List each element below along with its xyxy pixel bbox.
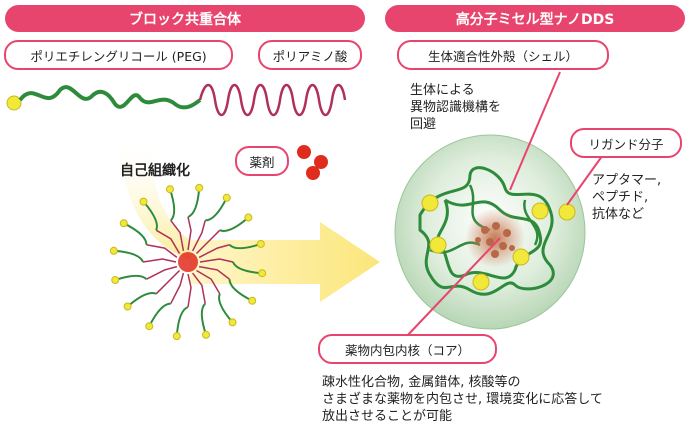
shell-desc-line: 異物認識機構を — [410, 100, 502, 115]
transform-arrow — [190, 222, 380, 302]
ligand-dot — [139, 197, 148, 206]
peg-arm — [123, 222, 148, 245]
ligand-dot — [228, 318, 237, 327]
polyamino-arm — [199, 258, 234, 263]
core-label: 薬物内包内核（コア） — [318, 334, 497, 364]
surface-ligands — [421, 194, 576, 291]
ligand-label: リガンド分子 — [570, 128, 682, 158]
peg-arm — [219, 216, 250, 232]
polyamino-arm — [170, 272, 185, 304]
core-description: 疎水性化合物, 金属錯体, 核酸等の さまざまな薬物を内包させ, 環境変化に応答… — [322, 374, 603, 425]
polyamino-arm — [198, 244, 230, 259]
left-title: ブロック共重合体 — [5, 5, 365, 32]
micelle-core — [178, 252, 198, 272]
ligand-dot — [258, 269, 267, 278]
ligand-dot — [222, 193, 231, 202]
shell-description: 生体による 異物認識機構を 回避 — [410, 82, 501, 133]
peg-arm — [126, 292, 157, 308]
peg-arm — [187, 187, 201, 218]
polyamino-arm — [146, 265, 178, 280]
ligand-dot — [165, 185, 174, 194]
ligand-description: アプタマー, ペプチド, 抗体など — [592, 172, 661, 223]
small-micelle — [109, 183, 267, 341]
callout-lines — [404, 71, 606, 339]
shell-desc-line: 回避 — [410, 117, 437, 132]
polyamino-chain — [198, 83, 347, 117]
peg-arm — [142, 200, 158, 231]
ligand-dot — [244, 213, 253, 222]
ligand-dot — [111, 276, 120, 285]
peg-chain — [18, 85, 202, 110]
core-desc-line: さまざまな薬物を内包させ, 環境変化に応答して — [322, 392, 603, 407]
shell-label: 生体適合性外殻（シェル） — [397, 40, 609, 70]
ligand-dot — [172, 332, 181, 341]
peg-arm — [228, 279, 253, 302]
polyamino-arm — [198, 265, 231, 280]
polyamino-arm — [191, 220, 206, 252]
polyamino-arm — [187, 216, 192, 251]
polyamino-arm — [155, 269, 181, 295]
polyamino-arm — [191, 272, 206, 304]
peg-arm — [148, 302, 171, 327]
peg-arm — [200, 302, 207, 336]
ligand-dot — [6, 95, 22, 111]
large-micelle — [394, 134, 586, 330]
drug-dots — [297, 145, 328, 180]
peg-arm — [175, 306, 189, 337]
ligand-desc-line: 抗体など — [592, 207, 645, 222]
peg-label: ポリエチレングリコール (PEG) — [4, 40, 233, 70]
ligand-desc-line: アプタマー, — [592, 173, 662, 188]
ligand-dot — [195, 183, 204, 192]
polyamino-arm — [155, 229, 181, 254]
peg-arm — [232, 261, 263, 275]
peg-arm — [218, 293, 234, 324]
peg-arm — [169, 188, 176, 222]
shell-chains — [418, 166, 555, 296]
self-assembly-label: 自己組織化 — [120, 163, 190, 179]
right-title: 高分子ミセル型ナノDDS — [385, 5, 685, 32]
polyamino-arm — [196, 269, 221, 295]
polyamino-arm — [195, 229, 221, 255]
polyamino-arm — [170, 219, 185, 252]
ligand-desc-line: ペプチド, — [592, 190, 649, 205]
ligand-dot — [145, 322, 154, 331]
self-assembly-arrow — [120, 135, 210, 265]
peg-arm — [205, 197, 228, 222]
ligand-dot — [109, 246, 118, 255]
drug-label: 薬剤 — [235, 146, 289, 176]
ligand-dot — [123, 302, 132, 311]
shell-desc-line: 生体による — [410, 83, 475, 98]
ligand-dot — [119, 219, 128, 228]
polyamino-arm — [146, 244, 178, 259]
ligand-dot — [202, 330, 211, 339]
ligand-dot — [248, 296, 257, 305]
polyamino-arm — [187, 273, 192, 308]
core-region — [465, 208, 525, 268]
core-drugs — [475, 222, 515, 258]
core-desc-line: 放出させることが可能 — [322, 409, 453, 424]
peg-arm — [114, 274, 148, 281]
core-desc-line: 疎水性化合物, 金属錯体, 核酸等の — [322, 375, 521, 390]
polyamino-label: ポリアミノ酸 — [258, 40, 362, 70]
ligand-dot — [256, 239, 265, 248]
polyamino-arm — [142, 258, 177, 263]
peg-arm — [228, 243, 262, 250]
peg-arm — [113, 249, 144, 263]
block-copolymer-chain — [6, 83, 347, 117]
